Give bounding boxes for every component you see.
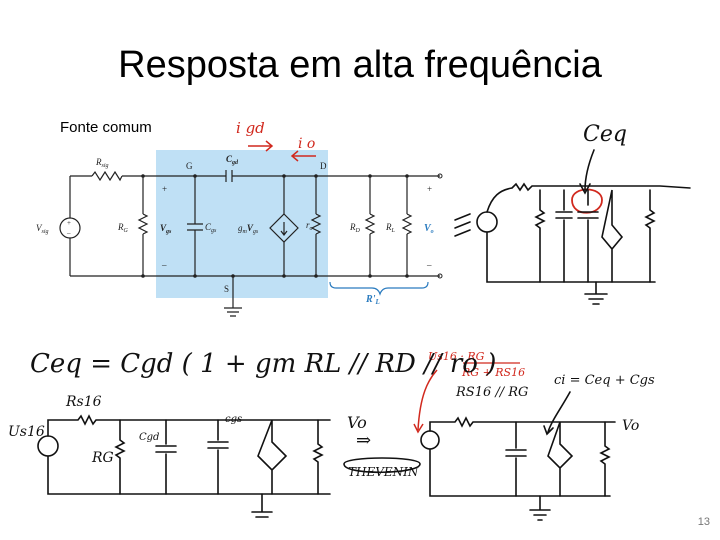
- ceq-red-circle: [571, 188, 603, 214]
- rsig-resistor: [91, 170, 123, 182]
- dependent-source-symbol: [269, 213, 299, 243]
- ceq-formula: Ceq = Cgd ( 1 + gm RL // RD // ro ): [30, 349, 496, 379]
- vo-label: Vo: [424, 223, 434, 235]
- rsig-hand-label: Rs16: [65, 394, 102, 410]
- ro-label: ro: [306, 220, 313, 232]
- io-annotation: i o: [298, 136, 315, 152]
- rlp-label: R'L: [365, 294, 380, 306]
- slide-title: Resposta em alta frequência: [118, 44, 602, 86]
- cgs-label: Cgs: [205, 222, 217, 234]
- cgs-hand-label: cgs: [225, 414, 242, 425]
- rl-resistor: [401, 213, 413, 235]
- rth-hand-label: RS16 // RG: [455, 385, 528, 400]
- vgs-plus: +: [162, 184, 167, 194]
- vo-hand-label-2: Vo: [622, 418, 639, 434]
- vsig-minus-sign: –: [66, 229, 71, 237]
- vgs-label: Vgs: [160, 223, 172, 235]
- cgd-label: Cgd: [226, 154, 239, 166]
- printed-circuit: + – Rsig G Cgd D Vsig RG + Vgs – Cgs gmV…: [36, 150, 443, 317]
- vo-hand-label: Vo: [347, 413, 367, 432]
- thevenin-vth-bot: RG + RS16: [461, 366, 525, 379]
- rd-label: RD: [349, 222, 361, 234]
- vgs-minus: –: [161, 260, 167, 270]
- hand-circuit-thevenin: RS16 // RG ci = Ceq + Cgs Vo: [420, 373, 655, 521]
- thevenin-vth-top: Us16 · RG: [428, 350, 485, 363]
- slide-subtitle: Fonte comum: [60, 119, 152, 136]
- hand-circuit-left: Rs16 Us16 RG Cgd cgs Vo ⇒ THEVENIN: [8, 394, 421, 518]
- implies-arrow: ⇒: [356, 430, 371, 451]
- ro-resistor: [310, 213, 322, 235]
- ci-hand-label: ci = Ceq + Cgs: [554, 373, 655, 388]
- red-annotations: i gd i o Us16 · RG RG + RS16: [236, 119, 603, 434]
- vsig-source-symbol: [59, 217, 81, 239]
- rsig-label: Rsig: [95, 157, 109, 169]
- rg-label: RG: [117, 222, 129, 234]
- hand-circuit-right: Ceq: [454, 122, 691, 305]
- ceq-annotation: Ceq: [583, 122, 627, 147]
- vsig-plus-sign: +: [67, 219, 71, 227]
- gate-label: G: [186, 161, 193, 171]
- rl-label: RL: [385, 222, 396, 234]
- page-number: 13: [697, 516, 710, 528]
- vsig-label: Vsig: [36, 223, 49, 235]
- gm-vgs-label: gmVgs: [238, 223, 259, 235]
- cgd-hand-label: Cgd: [139, 432, 159, 443]
- igd-annotation: i gd: [236, 119, 265, 137]
- vo-minus: –: [426, 260, 432, 270]
- highlight-region: [156, 150, 328, 298]
- vsig-hand-label: Us16: [8, 424, 45, 440]
- vo-plus: +: [427, 184, 432, 194]
- rg-resistor: [137, 213, 149, 235]
- rd-resistor: [364, 213, 376, 235]
- source-label: S: [224, 284, 229, 294]
- rg-hand-label: RG: [91, 450, 114, 466]
- drain-label: D: [320, 161, 327, 171]
